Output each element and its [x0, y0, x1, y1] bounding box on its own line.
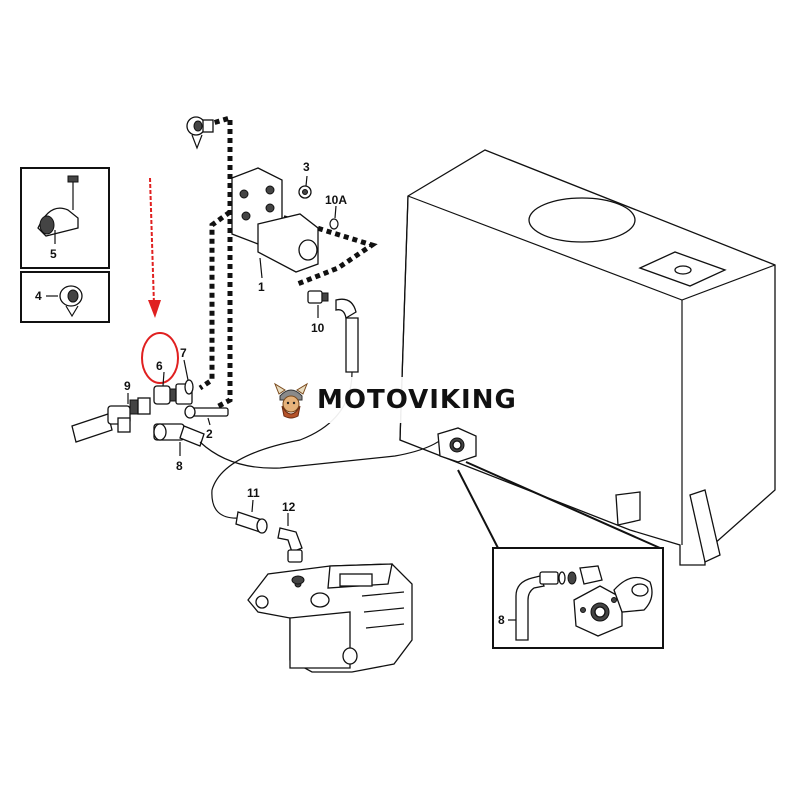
- viking-logo-icon: [273, 382, 309, 419]
- part-4-plug: [59, 285, 83, 318]
- callout-8-detail: 8: [498, 613, 505, 627]
- callout-9: 9: [124, 379, 131, 393]
- part-9-tee: [107, 397, 151, 433]
- callout-6: 6: [156, 359, 163, 373]
- detail-leader-right: [465, 461, 661, 549]
- hydraulic-tank: [399, 149, 776, 566]
- top-fitting: [186, 116, 214, 150]
- part-5-clamp: [37, 175, 79, 237]
- callout-3: 3: [303, 160, 310, 174]
- part-10a-oring: [329, 218, 339, 230]
- pilot-line-top: [205, 114, 233, 411]
- callout-8: 8: [176, 459, 183, 473]
- tank-port-flange: [437, 427, 477, 463]
- detail-leader-left: [457, 469, 499, 549]
- inset-box-4: [20, 271, 110, 323]
- part-2-bolt: [184, 405, 229, 419]
- pilot-line-mid: [198, 209, 232, 391]
- pilot-line-right: [274, 212, 378, 288]
- hydraulic-pump: [247, 563, 413, 673]
- part-10-fitting: [307, 290, 357, 320]
- callout-11: 11: [247, 486, 260, 500]
- valve-block-1: [231, 167, 319, 273]
- callout-10: 10: [311, 321, 325, 335]
- part-3-washer: [298, 185, 312, 199]
- callout-12: 12: [282, 500, 296, 514]
- part-7-oring: [184, 379, 194, 395]
- callout-1: 1: [258, 280, 265, 294]
- hose-left: [71, 413, 113, 443]
- inset-box-5: [20, 167, 110, 269]
- motoviking-watermark: MOTOVIKING: [263, 377, 535, 423]
- callout-2: 2: [206, 427, 213, 441]
- part-8-hose-fitting: [153, 423, 205, 447]
- detail-flange: [573, 576, 653, 637]
- part-12-elbow: [277, 527, 303, 563]
- detail-box: [492, 547, 664, 649]
- detail-hose: [515, 565, 603, 641]
- callout-10a: 10A: [325, 193, 347, 207]
- highlight-circle: [141, 332, 179, 384]
- hose-10: [345, 317, 359, 373]
- part-11-fitting: [235, 511, 268, 534]
- callout-7: 7: [180, 346, 187, 360]
- highlight-arrow: [148, 177, 161, 318]
- callout-5: 5: [50, 247, 57, 261]
- callout-4: 4: [35, 289, 42, 303]
- part-6-adapter: [153, 383, 193, 405]
- watermark-text: MOTOVIKING: [317, 385, 517, 415]
